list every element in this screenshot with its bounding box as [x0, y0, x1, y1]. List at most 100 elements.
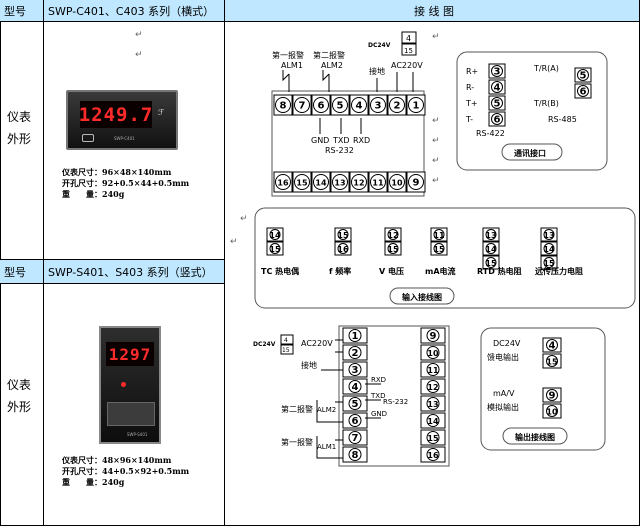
- ground-label: 接地: [369, 66, 385, 76]
- out-analog-term-10-label: 10: [546, 408, 558, 417]
- v-right-term-12-box: [420, 378, 446, 395]
- comm-422-term-5-ring: [491, 97, 503, 109]
- terminal-top-6-ring: [313, 97, 329, 113]
- alm2-relay-line: [322, 70, 330, 92]
- rs232-lines-b: [365, 383, 381, 419]
- input-2-term-12-label: 12: [387, 231, 398, 240]
- v-right-term-9-box: [420, 327, 446, 344]
- rxd-label: RXD: [353, 136, 370, 145]
- v-left-term-6-box: [342, 412, 368, 429]
- comm-422-term-3-ring: [491, 65, 503, 77]
- terminal-top-1-ring: [408, 97, 424, 113]
- label-line-a: 仪表: [7, 110, 32, 124]
- input-0-term-14-ring: [269, 229, 281, 240]
- wiring-title: 接 线 图: [414, 4, 454, 18]
- v-left-term-2-label: 2: [352, 348, 359, 359]
- input-group-label-1: f 频率: [329, 266, 351, 276]
- input-5-term-13-ring: [543, 229, 555, 240]
- ac220v-line-b: [335, 339, 343, 353]
- terminal-bottom-16-ring: [275, 174, 291, 190]
- dc24v-term-a: 4: [406, 34, 411, 43]
- comm-422-term-5-label: 5: [494, 99, 501, 110]
- out-analog-term-9-label: 9: [549, 391, 556, 402]
- v-right-term-12-ring: [426, 380, 440, 393]
- input-4-term-15-ring: [485, 257, 497, 268]
- terminal-bottom-14-ring: [313, 174, 329, 190]
- v-right-term-14-box: [420, 412, 446, 429]
- comm-tr-a: T/R(A): [533, 64, 559, 73]
- terminal-top-4-box: [349, 94, 369, 116]
- spec-h-size: 仪表尺寸：96×48×140mm: [62, 167, 172, 177]
- dc24v-b-term-b: 15: [282, 347, 290, 354]
- input-0-term-15-label: 15: [269, 245, 281, 254]
- input-1-term-16-ring: [337, 243, 349, 254]
- paragraph-mark: ↵: [230, 237, 238, 247]
- alm1-label: ALM1: [281, 61, 303, 70]
- model-label-text-2: 型号: [4, 265, 26, 279]
- terminal-bottom-14-box: [311, 171, 331, 193]
- comm-485-term-5-label: 5: [580, 71, 587, 82]
- v-right-term-10-ring: [426, 346, 440, 359]
- label-line-c: 仪表: [7, 378, 32, 392]
- model-v-text: SWP-S401、S403 系列（竖式）: [48, 265, 213, 279]
- terminal-bottom-9-box: [406, 171, 426, 193]
- input-3-term-15-ring: [433, 243, 445, 254]
- comm-485-term-5-ring: [577, 69, 589, 81]
- terminal-strip-top: [271, 90, 425, 197]
- comm-tr-b: T/R(B): [533, 99, 559, 108]
- v-left-term-8-ring: [348, 448, 362, 461]
- terminal-top-6-label: 6: [318, 101, 325, 112]
- v-right-term-11-label: 11: [427, 366, 439, 375]
- terminal-top-2-box: [387, 94, 407, 116]
- v-left-term-7-label: 7: [352, 433, 359, 444]
- dc24v-term-b: 15: [404, 47, 413, 55]
- terminal-top-7-label: 7: [299, 101, 306, 112]
- input-5-term-14-label: 14: [543, 245, 555, 254]
- v-left-term-4-ring: [348, 380, 362, 393]
- logo-icon: ℱ: [158, 108, 165, 117]
- txd-label-b: TXD: [370, 392, 385, 400]
- v-right-term-13-ring: [426, 397, 440, 410]
- out-feed-term-15-ring: [546, 355, 558, 367]
- v-left-term-1-ring: [348, 329, 362, 342]
- input-2-term-12-ring: [387, 229, 399, 240]
- label-instrument-1: 仪表 外形: [7, 106, 43, 150]
- ground-label-b: 接地: [301, 360, 317, 370]
- panel-cell-1: [44, 22, 225, 260]
- alarm1-label-b: 第一报警: [281, 437, 313, 447]
- header2-model-v: SWP-S401、S403 系列（竖式）: [44, 260, 225, 284]
- input-4-term-14-label: 14: [485, 245, 497, 254]
- alm1-label-b: ALM1: [317, 443, 336, 451]
- v-right-term-10-label: 10: [427, 349, 439, 358]
- comm-422-term-3-label: 3: [494, 67, 501, 78]
- rxd-label-b: RXD: [371, 376, 386, 384]
- input-group-label-4: RTD 热电阻: [477, 266, 522, 276]
- dc24v-terminal-b2: [280, 344, 294, 355]
- v-left-term-7-ring: [348, 431, 362, 444]
- terminal-bottom-15-box: [292, 171, 312, 193]
- paragraph-mark: ↵: [240, 214, 248, 224]
- spec-v-weight: 重 量：240g: [62, 477, 125, 487]
- alarm2-label: 第二报警: [313, 50, 345, 60]
- model-label-text: 型号: [4, 4, 26, 18]
- terminal-bottom-10-box: [387, 171, 407, 193]
- input-3-term-11-ring: [433, 229, 445, 240]
- terminal-bottom-14-label: 14: [315, 179, 327, 188]
- txd-label: TXD: [332, 136, 350, 145]
- terminal-top-8-ring: [275, 97, 291, 113]
- input-5-term-13-label: 13: [543, 231, 554, 240]
- v-left-term-1-box: [342, 327, 368, 344]
- v-right-term-9-ring: [426, 329, 440, 342]
- key-icon: [82, 134, 94, 142]
- terminal-top-1-label: 1: [413, 101, 420, 112]
- comm-rs485: RS-485: [548, 115, 577, 124]
- terminal-top-3-label: 3: [375, 101, 382, 112]
- v-right-term-15-box: [420, 429, 446, 446]
- input-3-term-11-label: 11: [433, 231, 445, 240]
- v-left-term-6-ring: [348, 414, 362, 427]
- gnd-label: GND: [311, 136, 329, 145]
